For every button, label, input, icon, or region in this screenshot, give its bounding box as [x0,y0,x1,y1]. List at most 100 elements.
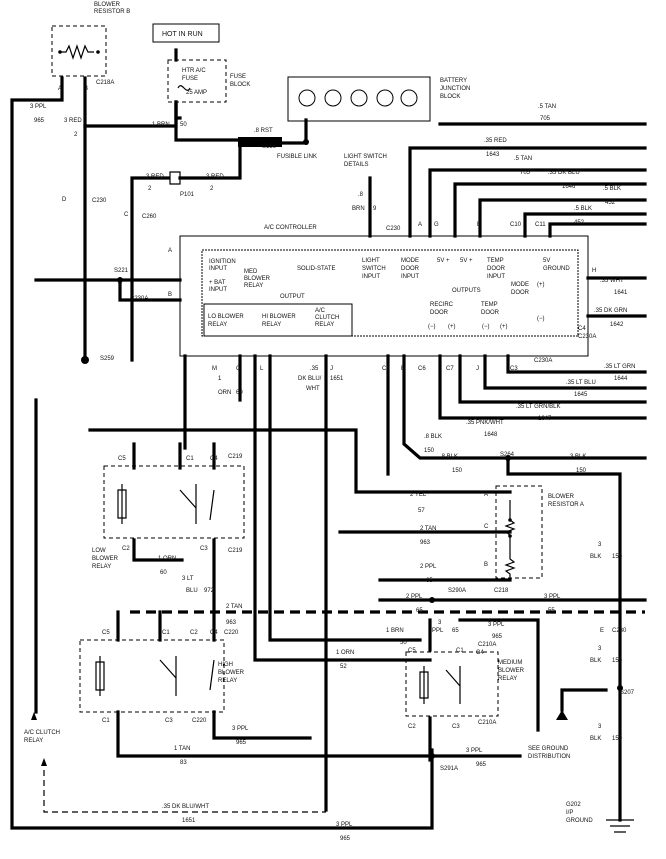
wl-15: 705 [540,116,551,122]
wl-58: 1 [218,376,222,382]
ctrl-light-1: LIGHT [362,258,380,264]
wl-45: 57 [418,508,425,514]
wl-25: 452 [574,220,585,226]
wl-91: BLK [590,658,601,664]
high-blower-relay: HIGH BLOWER RELAY C5 C1 C2 C4 C1 C3 C220… [79,630,245,724]
lsd-2: DETAILS [344,162,369,168]
pin-c: C [124,212,129,218]
wl-37: 1648 [484,432,498,438]
wl-88: BLK [590,554,601,560]
ctrl-pin-l: L [260,366,264,372]
wl-73: 965 [492,634,503,640]
ctrl-pin-a2: A [418,222,422,228]
ctrl-mode-1: MODE [401,258,419,264]
wl-31: 1644 [614,376,628,382]
wl-79: 1651 [330,376,344,382]
wl-17: 1643 [486,152,500,158]
ctrl-md-minus: (−) [537,316,545,322]
wl-22: .5 BLK [603,186,621,192]
wl-62: BLU [186,588,198,594]
ctrl-med-1: MED [244,269,258,275]
wl-72: 3 PPL [488,622,505,628]
wl-54: 2 TAN [226,604,242,610]
battery-junction-block: BATTERY JUNCTION BLOCK [287,76,470,122]
wl-33: 1645 [574,392,588,398]
arrow-up-icon [41,758,47,766]
wl-2: 965 [34,118,45,124]
low-c5: C5 [118,456,126,462]
wl-78: WHT [306,386,320,392]
s221-label: S221 [114,268,129,274]
wl-1: 3 PPL [30,104,47,110]
ctrl-med-2: BLOWER [244,276,271,282]
ctrl-pin-c: C [236,366,241,372]
ctrl-light-2: SWITCH [362,266,386,272]
c230-label: C230 [92,198,107,204]
med-c3: C3 [452,724,460,730]
ctrl-light-3: INPUT [362,274,380,280]
wl-55: 963 [226,620,237,626]
ground-triangle-icon [556,710,568,720]
br-a-l1: BLOWER [548,494,575,500]
wl-29: 1642 [610,322,624,328]
high-c220b: C220 [224,630,239,636]
wl-46: 2 TAN [420,526,436,532]
ctrl-pin-g: G [434,222,439,228]
c260-label: C260 [142,214,157,220]
wl-48: 2 PPL [420,564,437,570]
ctrl-rec-1: RECIRC [430,302,454,308]
high-c4: C4 [210,630,218,636]
low-relay-l2: BLOWER [92,556,119,562]
low-c1: C1 [186,456,194,462]
ctrl-pin-c3: C3 [510,366,518,372]
ctrl-ign-1: IGNITION [209,259,236,265]
wl-9: 3 RED [206,174,224,180]
ctrl-pin-c7: C7 [446,366,454,372]
wl-13: 9 [373,206,377,212]
wl-95: 150 [612,736,623,742]
ctrl-gnd-1: 5V [543,258,550,264]
low-c4: C4 [210,456,218,462]
s207-label: S207 [620,690,635,696]
ctrl-temp-2: DOOR [487,266,506,272]
wl-67: 83 [180,760,187,766]
wl-24: .5 BLK [574,206,592,212]
fuse-text-1: HTR A/C [182,68,206,74]
ctrl-pin-c6: C6 [418,366,426,372]
wire-labels: 3 PPL 965 3 RED 2 1 BRN 50 3 RED 2 3 RED… [30,104,635,842]
fusible-link [238,137,282,147]
ctrl-md-2: DOOR [511,290,530,296]
low-c219: C219 [228,454,243,460]
c230a-label-3: C230A [534,358,552,364]
low-relay-l3: RELAY [92,564,111,570]
med-c1: C1 [456,648,464,654]
high-relay-l2: BLOWER [218,670,245,676]
high-c3: C3 [165,718,173,724]
ctrl-rec-2: DOOR [430,310,449,316]
c230a-label-2: C230A [578,334,596,340]
pin-e: E [600,628,604,634]
wl-86: 50 [400,640,407,646]
ctrl-pin-e: E [477,222,481,228]
wl-20: .35 DK BLU [548,170,580,176]
ac-clutch-l2: RELAY [24,738,43,744]
wl-8: 2 [148,186,152,192]
wl-92: 150 [612,658,623,664]
wl-70: 3 PPL [466,748,483,754]
high-relay-l3: RELAY [218,678,237,684]
low-relay-l1: LOW [92,548,106,554]
arrow-down-icon [31,712,37,720]
p101-label: P101 [180,192,195,198]
g202-3: GROUND [566,818,593,824]
ctrl-5v-b: 5V + [460,258,473,264]
ctrl-acc-3: RELAY [315,322,334,328]
fuse-block-2: BLOCK [230,82,250,88]
high-relay-l1: HIGH [218,662,233,668]
ctrl-td-1: TEMP [481,302,498,308]
lsd-1: LIGHT SWITCH [344,154,387,160]
wl-26: .35 WHT [600,278,624,284]
wl-43: 150 [576,468,587,474]
br-a-pin-b: B [484,562,488,568]
